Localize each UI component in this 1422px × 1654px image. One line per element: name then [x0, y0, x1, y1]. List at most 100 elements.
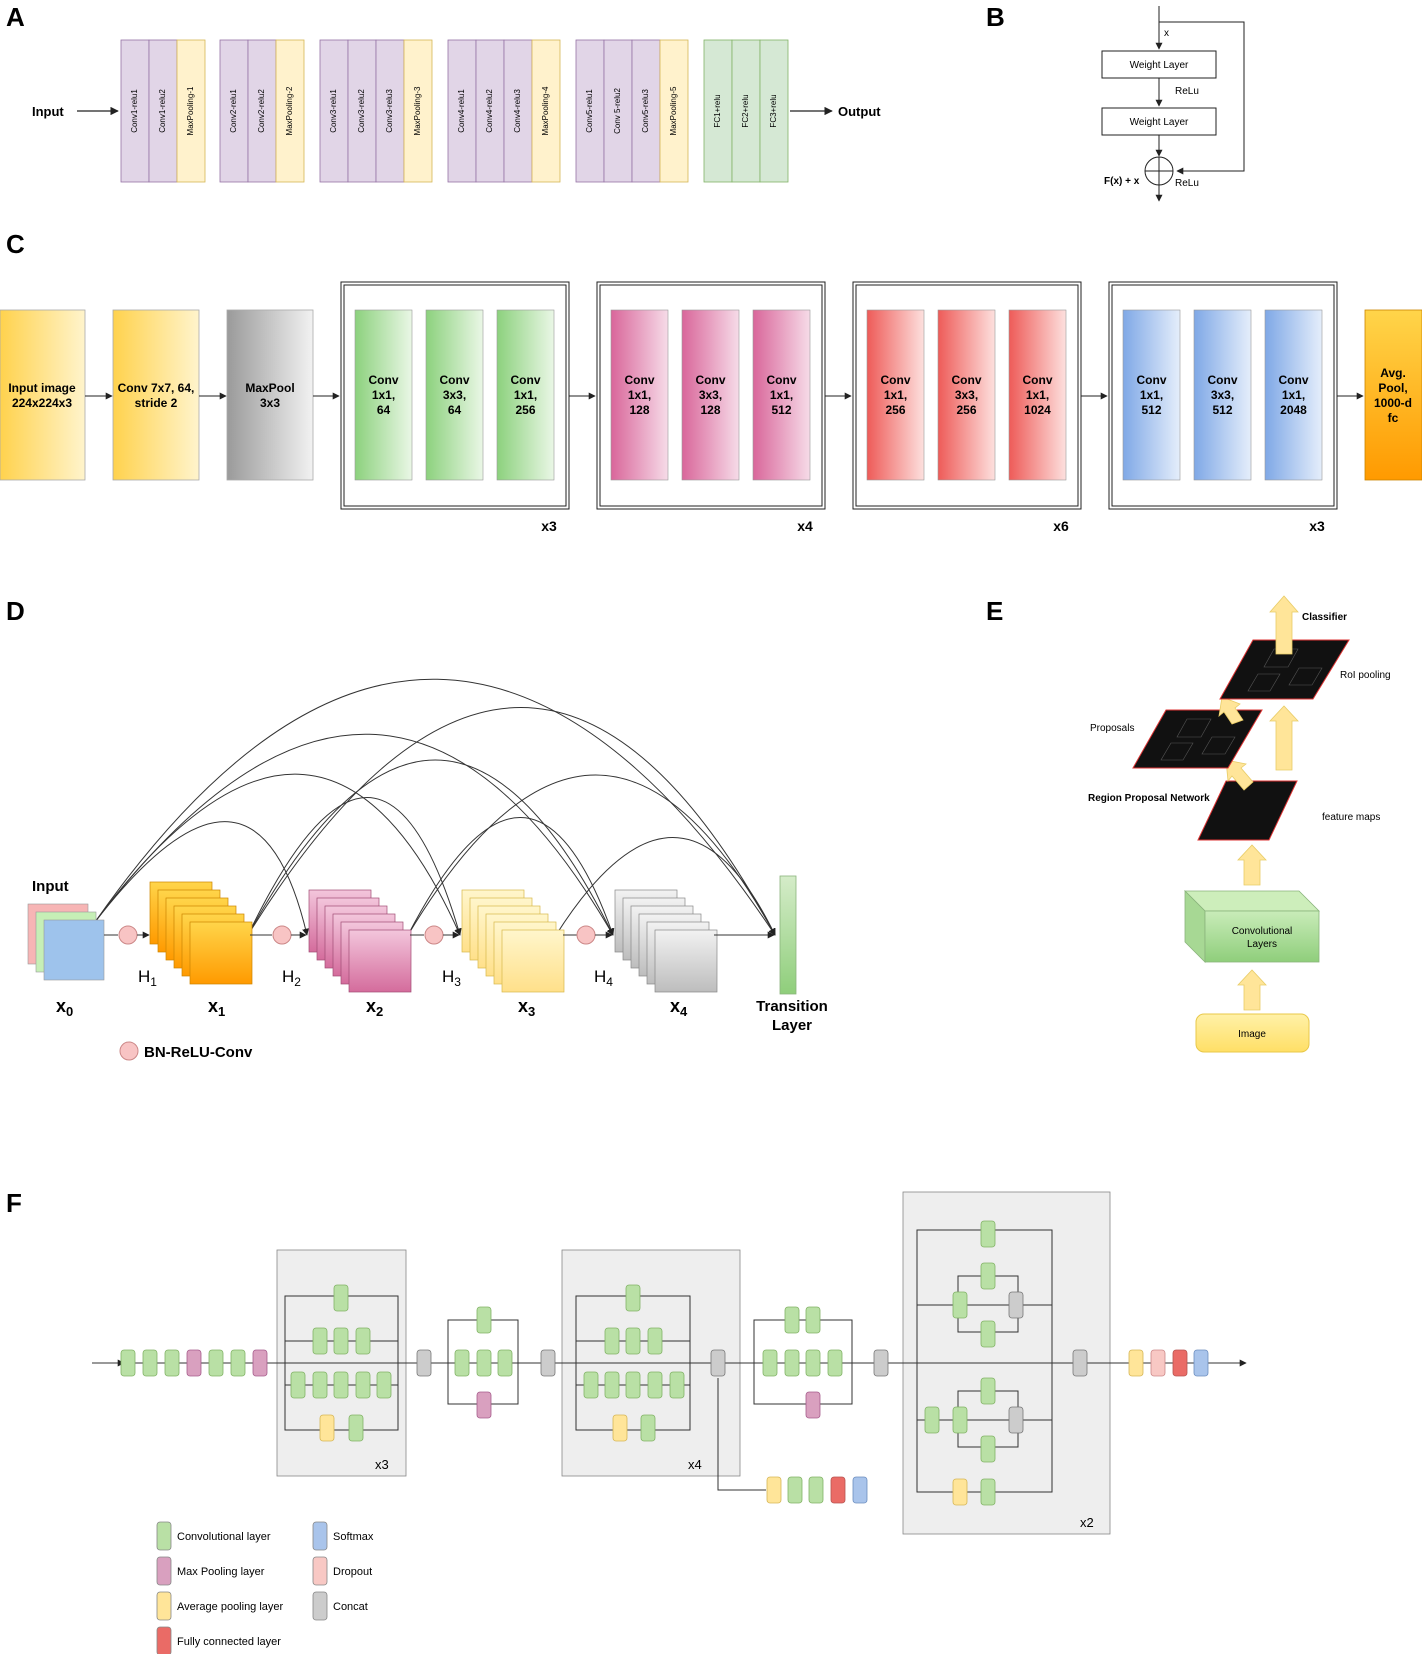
dense-transition-line-2: Layer: [772, 1017, 812, 1034]
concat-layer: [873, 1349, 889, 1377]
weight-layer-1-label: Weight Layer: [1130, 60, 1189, 71]
resnet-conv-label: 1024: [1024, 403, 1051, 417]
panel-label-e: E: [986, 596, 1003, 626]
arc-x2-x4: [407, 817, 615, 936]
resnet-conv-label: Conv: [369, 373, 399, 387]
resnet-output-line-4: fc: [1388, 411, 1399, 425]
arc-x1-trans: [247, 707, 776, 936]
vgg-layer-label: Conv1-relu2: [158, 89, 167, 133]
conv-layer: [476, 1306, 492, 1334]
conv-layer: [625, 1327, 641, 1355]
resnet-conv-label: Conv: [440, 373, 470, 387]
vgg-layer-label: FC3+relu: [769, 94, 778, 127]
frcnn-arrow-2: [1237, 844, 1267, 886]
conv-layer: [827, 1349, 843, 1377]
panel-label-a: A: [6, 2, 25, 32]
roi-box-3: [1288, 667, 1323, 686]
legend-swatch: [156, 1521, 172, 1551]
resnet-conv-label: 64: [448, 403, 462, 417]
panel-label-b: B: [986, 2, 1005, 32]
fc-layer: [1172, 1349, 1188, 1377]
max-pool-layer: [186, 1349, 202, 1377]
residual-relu-1: ReLu: [1175, 86, 1199, 97]
dense-x4-stack: [614, 889, 718, 993]
frcnn-image-box: [1195, 1013, 1310, 1053]
dense-x4-label: x4: [670, 996, 688, 1019]
resnet-conv-label: Conv: [1137, 373, 1167, 387]
resnet-conv-layer: [354, 309, 413, 481]
softmax-layer: [1193, 1349, 1209, 1377]
conv-layer: [805, 1306, 821, 1334]
vgg-layer-label: Conv3-relu1: [329, 89, 338, 133]
resnet-stage-repeat: x3: [1309, 518, 1325, 534]
legend-swatch: [156, 1591, 172, 1621]
conv-layer: [312, 1327, 328, 1355]
vgg-input-label: Input: [32, 104, 64, 119]
resnet-maxpool-box: [226, 309, 314, 481]
resnet-conv-label: 256: [515, 403, 535, 417]
legend-label: Average pooling layer: [177, 1601, 284, 1613]
vgg-layer-pool: [403, 39, 433, 183]
panel-letters: A B C D E F: [6, 2, 1005, 1218]
max-pool-layer: [252, 1349, 268, 1377]
arc-x1-x3: [247, 797, 462, 936]
conv-layer: [164, 1349, 180, 1377]
vgg-layer-pool: [176, 39, 206, 183]
conv-layer: [333, 1284, 349, 1312]
bn-relu-conv-node-3: [424, 925, 444, 945]
resnet-stages: Conv1x1,64Conv3x3,64Conv1x1,256x3Conv1x1…: [340, 281, 1364, 534]
conv-layer: [952, 1291, 968, 1319]
resnet-conv1-line-1: Conv 7x7, 64,: [118, 381, 195, 395]
conv-layer: [784, 1306, 800, 1334]
dropout-layer: [1150, 1349, 1166, 1377]
concat-layer: [1072, 1349, 1088, 1377]
vgg-layer-fc: [731, 39, 761, 183]
resnet-stage-frame-inner: [343, 284, 567, 507]
conv-layer: [497, 1349, 513, 1377]
concat-layer: [1008, 1406, 1024, 1434]
resnet-input-box: [0, 309, 86, 481]
arc-x0-trans: [94, 678, 776, 936]
conv-layer: [647, 1327, 663, 1355]
vgg-layer-label: Conv5-relu3: [641, 89, 650, 133]
frcnn-arrow-1: [1237, 969, 1267, 1011]
resnet-conv1-box: [112, 309, 200, 481]
panel-b-residual-block: x Weight Layer ReLu Weight Layer F(x) + …: [1101, 6, 1245, 202]
frcnn-conv-cube-front: [1204, 910, 1320, 963]
resnet-conv-layer: [752, 309, 811, 481]
frcnn-classifier-label: Classifier: [1302, 612, 1347, 623]
dense-h2-label: H2: [282, 967, 301, 989]
conv-layer: [333, 1327, 349, 1355]
vgg-layer-conv: [475, 39, 505, 183]
resnet-conv-layer: [425, 309, 484, 481]
resnet-conv-layer: [937, 309, 996, 481]
arc-x3-trans: [555, 837, 776, 936]
legend-label: Dropout: [333, 1566, 372, 1578]
avg-pool-layer: [1128, 1349, 1144, 1377]
legend-label: Concat: [333, 1601, 368, 1613]
resnet-stage-repeat: x6: [1053, 518, 1069, 534]
resnet-conv-label: 1x1,: [770, 388, 793, 402]
frcnn-conv-cube-top: [1184, 890, 1320, 912]
resnet-input-line-2: 224x224x3: [12, 396, 72, 410]
resnet-stage-repeat: x4: [797, 518, 813, 534]
concat-layer: [416, 1349, 432, 1377]
conv-layer: [625, 1371, 641, 1399]
resnet-input-line-1: Input image: [8, 381, 76, 395]
legend-swatch: [312, 1556, 328, 1586]
weight-layer-2-label: Weight Layer: [1130, 117, 1189, 128]
legend-swatch: [312, 1591, 328, 1621]
proposal-box-2: [1160, 742, 1194, 761]
vgg-layer-conv: [631, 39, 661, 183]
residual-skip-connection: [1159, 21, 1245, 175]
vgg-layer-conv: [503, 39, 533, 183]
resnet-conv1-line-2: stride 2: [135, 396, 178, 410]
conv-layer: [333, 1371, 349, 1399]
dense-x3-label: x3: [518, 996, 535, 1019]
frcnn-feature-maps-label: feature maps: [1322, 812, 1380, 823]
conv-layer: [980, 1320, 996, 1348]
